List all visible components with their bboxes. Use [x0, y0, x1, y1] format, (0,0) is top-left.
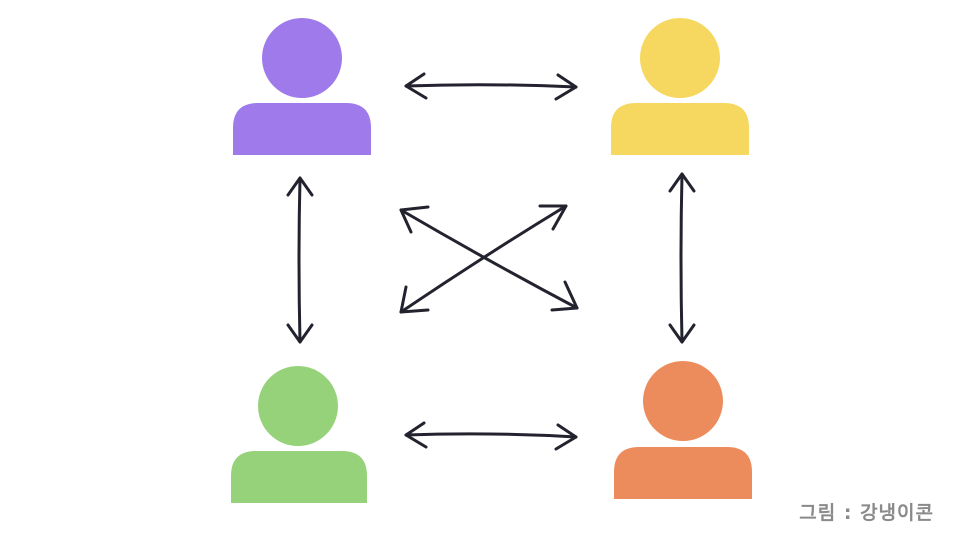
- double-arrow-left: [286, 176, 314, 344]
- person-head: [258, 366, 338, 446]
- image-credit: 그림 : 강냉이콘: [799, 502, 934, 524]
- person-icon-top-left: [233, 18, 371, 155]
- person-body: [614, 447, 752, 499]
- double-arrow-diagonal-1: [399, 205, 579, 312]
- person-body: [233, 103, 371, 155]
- person-icon-bottom-left: [231, 366, 367, 503]
- person-icon-top-right: [611, 18, 749, 155]
- person-body: [231, 451, 367, 503]
- double-arrow-top: [404, 72, 578, 101]
- person-head: [640, 18, 720, 98]
- double-arrow-bottom: [404, 421, 578, 451]
- double-arrow-diagonal-2: [399, 204, 568, 314]
- person-head: [262, 18, 342, 98]
- person-icon-bottom-right: [614, 361, 752, 499]
- person-head: [643, 361, 723, 441]
- person-body: [611, 103, 749, 155]
- double-arrow-right: [668, 172, 696, 344]
